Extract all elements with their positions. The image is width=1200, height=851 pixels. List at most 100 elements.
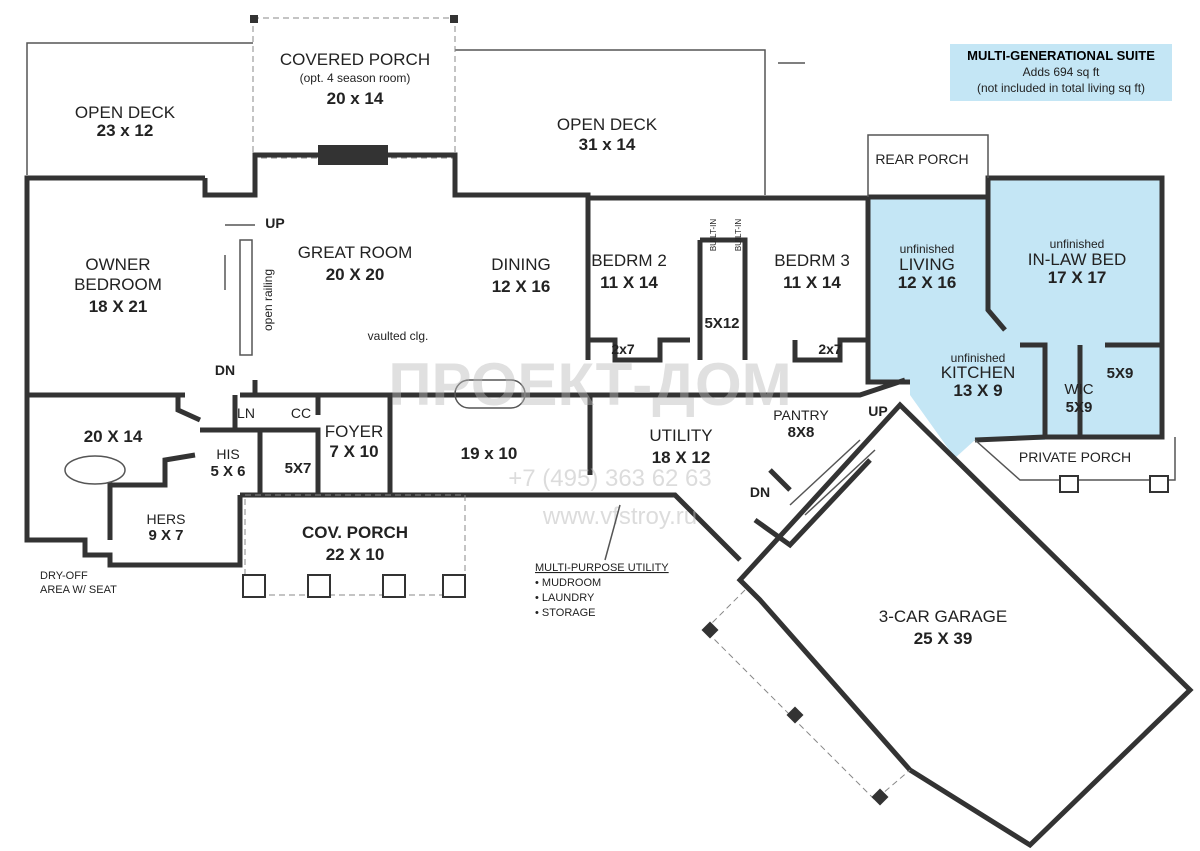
room-label: DINING <box>491 255 551 274</box>
room-pre: unfinished <box>1050 237 1105 251</box>
room-label: 3-CAR GARAGE <box>879 607 1007 626</box>
garage-outline <box>736 401 1194 849</box>
porch-column <box>382 574 406 598</box>
interior-wall <box>262 427 321 495</box>
porch-post <box>450 15 458 23</box>
room-dim: 22 X 10 <box>326 545 385 564</box>
suite-note-title: MULTI-GENERATIONAL SUITE <box>967 48 1155 63</box>
room-dim: 5 X 6 <box>210 463 245 480</box>
interior-wall <box>175 395 202 423</box>
room-dim: 5X7 <box>285 460 312 477</box>
room-dim: 20 X 20 <box>326 265 385 284</box>
room-dim: 18 X 21 <box>89 297 148 316</box>
room-dim: 18 X 12 <box>652 448 711 467</box>
room-label: REAR PORCH <box>875 151 968 167</box>
interior-wall <box>590 377 906 398</box>
room-label: COV. PORCH <box>302 523 408 542</box>
room-dim: 5X9 <box>1107 365 1134 382</box>
dryoff-label: DRY-OFF <box>40 570 88 582</box>
room-label: OPEN DECK <box>557 115 658 134</box>
room-dim: 17 X 17 <box>1048 268 1107 287</box>
room-label: HIS <box>216 446 239 462</box>
covered-porch-outline <box>252 17 456 159</box>
stair-up-label: UP <box>868 403 887 419</box>
porch-column <box>442 574 466 598</box>
basement-stairs[interactable] <box>789 439 876 516</box>
room-label: LN <box>237 405 255 421</box>
suite-interior-wall <box>985 197 1007 332</box>
room-dim: 5X12 <box>704 315 739 332</box>
watermark-logo: ПРОЕКТ-ДОМ <box>388 351 791 418</box>
porch-post <box>1059 475 1079 493</box>
room-label: BEDROOM <box>74 275 162 294</box>
room-label: BEDRM 3 <box>774 251 850 270</box>
room-label: GREAT ROOM <box>298 243 413 262</box>
exterior-wall <box>588 195 910 385</box>
room-dim: 11 X 14 <box>600 273 658 292</box>
railing-note: open railing <box>261 269 275 331</box>
interior-wall <box>240 380 258 398</box>
room-dim: 12 X 16 <box>898 273 957 292</box>
room-label: COVERED PORCH <box>280 50 430 69</box>
garage-post <box>871 788 889 806</box>
utility-note-item: • LAUNDRY <box>535 592 595 604</box>
room-pre: unfinished <box>951 351 1006 365</box>
room-pre: unfinished <box>900 242 955 256</box>
room-dim: 7 X 10 <box>329 442 378 461</box>
room-label: PANTRY <box>773 407 829 423</box>
garage-post <box>701 621 719 639</box>
room-label: OPEN DECK <box>75 103 176 122</box>
rear-porch-outline <box>867 134 989 197</box>
room-dim: 13 X 9 <box>953 381 1002 400</box>
suite-note-box <box>950 44 1172 101</box>
private-porch-outline <box>974 437 1176 481</box>
kitchen-island <box>454 379 526 409</box>
cov-porch-outline <box>244 494 466 596</box>
room-label: OWNER <box>85 255 150 274</box>
leader-line <box>604 504 621 561</box>
stair-wall <box>753 458 872 549</box>
suite-note-line1: Adds 694 sq ft <box>1023 65 1100 79</box>
interior-wall <box>200 427 263 495</box>
open-railing <box>239 239 253 356</box>
room-label: CC <box>291 405 311 421</box>
room-label: HERS <box>147 511 186 527</box>
room-dim: 8X8 <box>788 424 815 441</box>
room-sub: (opt. 4 season room) <box>300 71 411 85</box>
exterior-wall <box>202 152 591 360</box>
room-dim: 19 x 10 <box>461 444 518 463</box>
room-dim: 9 X 7 <box>148 527 183 544</box>
porch-column <box>307 574 331 598</box>
closet-dim: 2x7 <box>611 341 635 357</box>
interior-wall <box>588 337 690 363</box>
bathtub-icon <box>64 455 126 485</box>
interior-wall <box>700 237 748 360</box>
suite-interior-wall <box>1020 342 1048 437</box>
room-dim: 20 X 14 <box>84 427 143 446</box>
suite-note-line2: (not included in total living sq ft) <box>977 81 1145 95</box>
room-dim: 5X9 <box>1066 399 1093 416</box>
multigenerational-suite-area <box>868 178 1162 458</box>
open-deck-right-outline <box>455 49 766 195</box>
room-label: PRIVATE PORCH <box>1019 449 1131 465</box>
builtin-label: BUILT-IN <box>734 219 743 252</box>
room-dim: 11 X 14 <box>783 273 841 292</box>
garage-post <box>786 706 804 724</box>
room-label: LIVING <box>899 255 955 274</box>
room-dim: 23 x 12 <box>97 121 154 140</box>
room-label: FOYER <box>325 422 384 441</box>
interior-wall <box>792 337 868 363</box>
stair-dn-label: DN <box>215 362 235 378</box>
room-label: KITCHEN <box>941 363 1016 382</box>
room-label: UTILITY <box>649 426 712 445</box>
interior-wall <box>107 452 196 540</box>
porch-post <box>250 15 258 23</box>
room-dim: 20 x 14 <box>327 89 384 108</box>
utility-note-item: • MUDROOM <box>535 577 601 589</box>
room-label: WIC <box>1064 381 1093 398</box>
room-label: IN-LAW BED <box>1028 250 1127 269</box>
dryoff-label: AREA W/ SEAT <box>40 584 117 596</box>
room-dim: 31 x 14 <box>579 135 636 154</box>
stair-up-label: UP <box>265 215 284 231</box>
